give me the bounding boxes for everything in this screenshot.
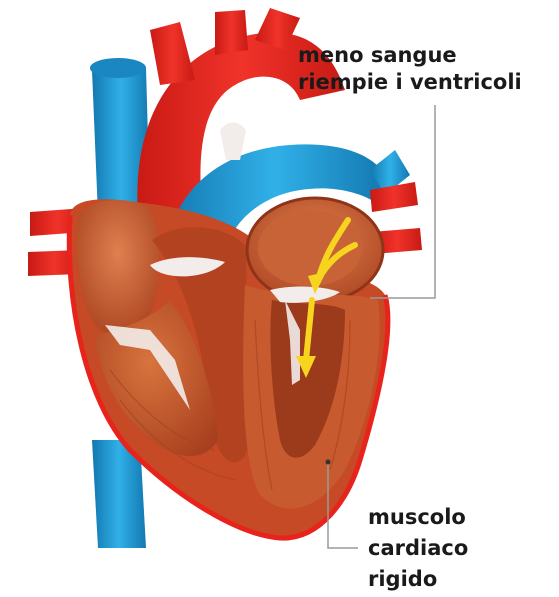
annotation-rigid-muscle-line3: rigido: [368, 564, 468, 595]
annotation-rigid-muscle-line1: muscolo: [368, 502, 468, 533]
leader-dot-bottom: [326, 460, 331, 465]
aortic-branch-1: [150, 22, 195, 85]
annotation-rigid-muscle: muscolo cardiaco rigido: [368, 502, 468, 595]
aortic-root: [220, 123, 246, 161]
annotation-less-blood-line2: riempie i ventricoli: [298, 69, 522, 96]
right-atrium: [77, 200, 159, 334]
vena-cava-opening: [90, 58, 146, 78]
annotation-less-blood: meno sangue riempie i ventricoli: [298, 42, 522, 96]
aortic-branch-2: [215, 10, 248, 55]
annotation-rigid-muscle-line2: cardiaco: [368, 533, 468, 564]
annotation-less-blood-line1: meno sangue: [298, 42, 522, 69]
